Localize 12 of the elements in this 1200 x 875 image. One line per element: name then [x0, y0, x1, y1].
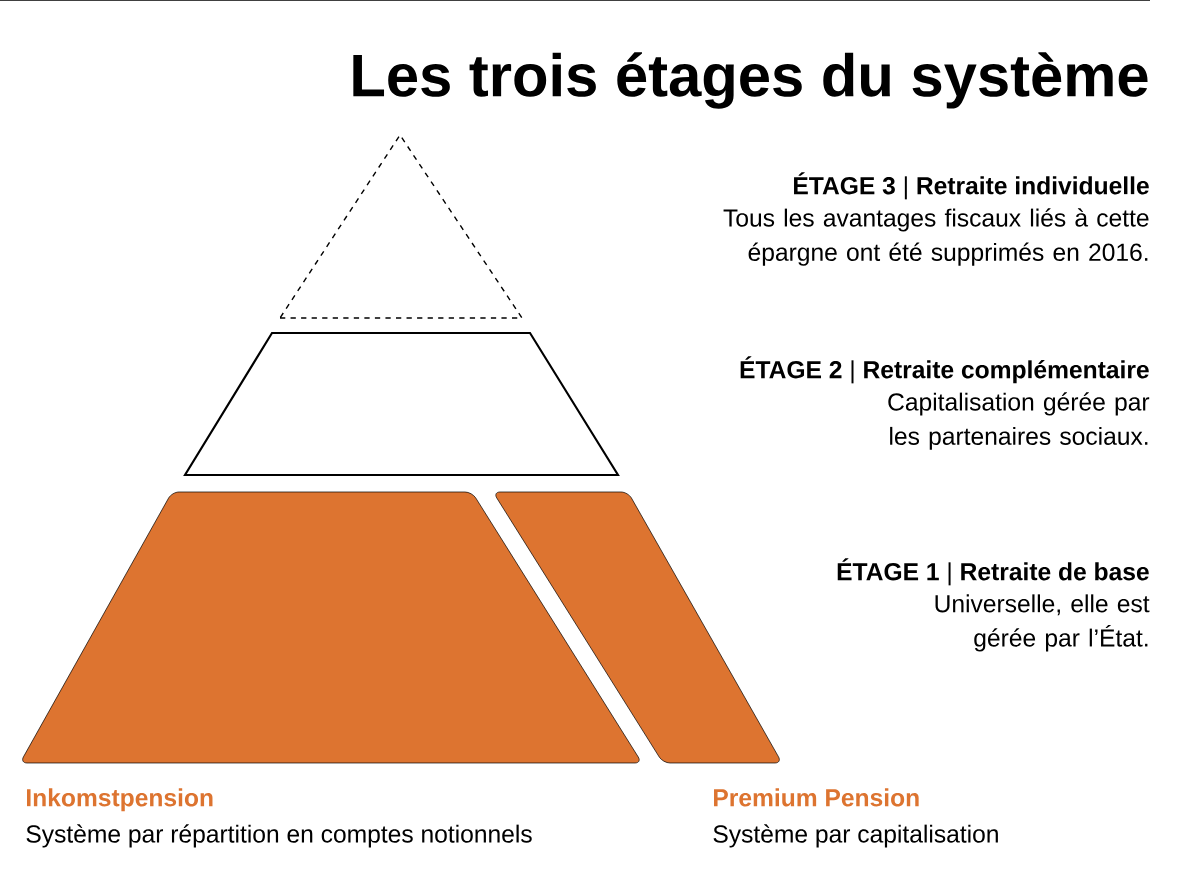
- level-description: Capitalisation gérée par les partenaires sociaux.: [888, 392, 1150, 450]
- level-heading: ÉTAGE 2 | Retraite complémentaire: [740, 356, 1149, 384]
- level-description: Universelle, elle est gérée par l’État.: [935, 594, 1150, 652]
- title: Les trois étages du système: [353, 52, 1148, 109]
- level-heading: ÉTAGE 3 | Retraite individuelle: [794, 172, 1149, 200]
- tier-name: Premium Pension: [714, 788, 919, 807]
- tier-description: Système par capitalisation: [713, 824, 998, 848]
- level-heading: ÉTAGE 1 | Retraite de base: [837, 558, 1149, 586]
- tier-name: Inkomstpension: [27, 788, 213, 812]
- tier-description: Système par répartition en comptes notionnels: [26, 824, 532, 848]
- level-description: Tous les avantages fiscaux liés à cette épargne ont été supprimés en 2016.: [723, 208, 1149, 266]
- pyramid-tier: [183, 331, 620, 477]
